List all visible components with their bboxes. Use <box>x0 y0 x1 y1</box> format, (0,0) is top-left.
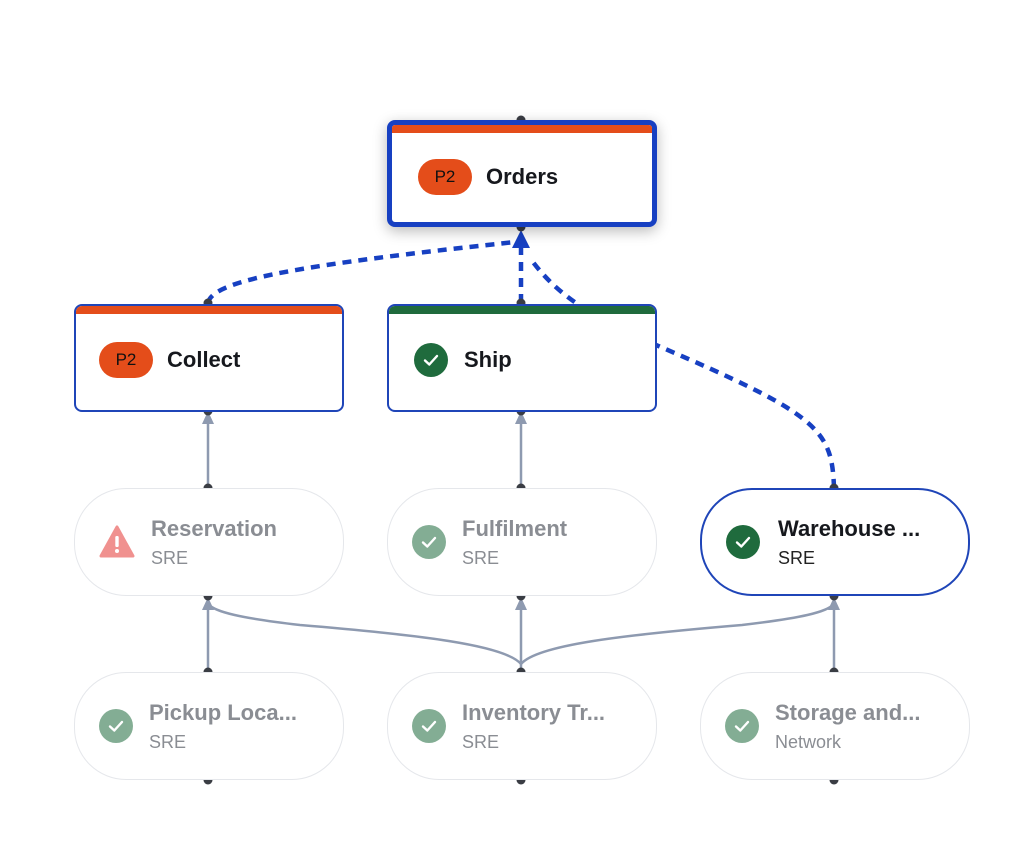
status-bar <box>76 306 342 314</box>
node-title: Storage and... <box>775 699 921 725</box>
warning-icon <box>99 525 135 559</box>
node-title: Reservation <box>151 515 277 541</box>
arrow-collect <box>202 411 214 424</box>
team-label: SRE <box>151 547 189 568</box>
node-inventory-tracking[interactable]: Inventory Tr... SRE <box>387 672 657 780</box>
edge-warehouse-orders <box>528 256 837 489</box>
status-bar <box>389 306 655 314</box>
node-ship[interactable]: Ship <box>387 304 657 412</box>
arrow-reservation <box>202 597 214 610</box>
arrowhead-orders <box>512 230 530 248</box>
node-title: Orders <box>486 163 559 189</box>
node-collect[interactable]: P2 Collect <box>74 304 344 412</box>
team-label: SRE <box>462 731 500 752</box>
status-bar <box>392 125 652 133</box>
node-reservation[interactable]: Reservation SRE <box>74 488 344 596</box>
check-icon <box>725 709 759 743</box>
check-icon <box>726 525 760 559</box>
team-label: SRE <box>462 547 500 568</box>
arrow-fulfilment <box>515 597 527 610</box>
check-icon <box>412 709 446 743</box>
arrow-ship <box>515 411 527 424</box>
edge-inventory-reservation <box>207 603 522 665</box>
node-title: Fulfilment <box>462 515 568 541</box>
node-storage[interactable]: Storage and... Network <box>700 672 970 780</box>
node-warehouse[interactable]: Warehouse ... SRE <box>700 488 970 596</box>
edge-inventory-warehouse <box>520 603 835 665</box>
priority-badge: P2 <box>418 158 472 195</box>
team-label: SRE <box>778 547 816 568</box>
node-orders[interactable]: P2 Orders <box>387 120 657 227</box>
node-fulfilment[interactable]: Fulfilment SRE <box>387 488 657 596</box>
node-title: Collect <box>167 347 241 372</box>
priority-badge: P2 <box>99 342 153 378</box>
team-label: Network <box>775 731 842 752</box>
edge-collect-orders <box>205 239 516 304</box>
node-title: Inventory Tr... <box>462 699 606 725</box>
node-title: Warehouse ... <box>778 515 921 541</box>
check-icon <box>412 525 446 559</box>
node-pickup-location[interactable]: Pickup Loca... SRE <box>74 672 344 780</box>
node-title: Ship <box>464 347 512 372</box>
team-label: SRE <box>149 731 187 752</box>
node-title: Pickup Loca... <box>149 699 297 725</box>
check-icon <box>99 709 133 743</box>
check-icon <box>414 343 448 377</box>
arrow-warehouse <box>828 597 840 610</box>
